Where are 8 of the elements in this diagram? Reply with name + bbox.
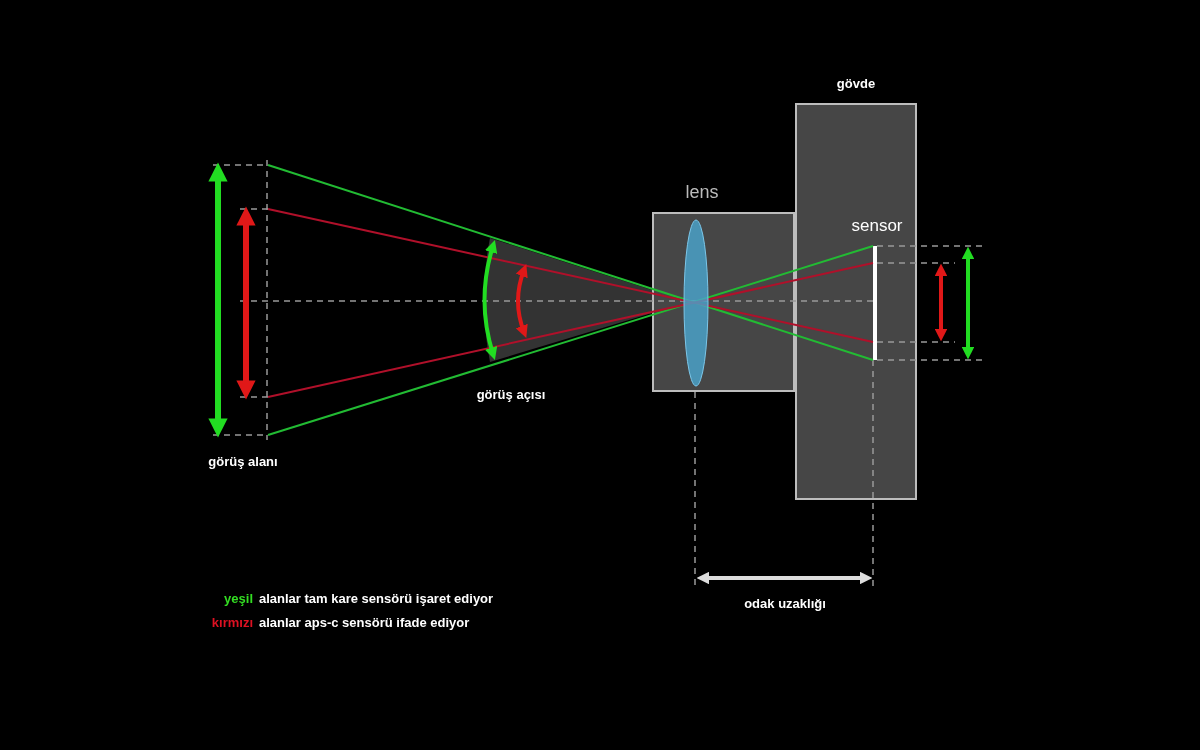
legend-entry: kırmızı alanlar aps-c sensörü ifade ediyor: [210, 615, 470, 630]
part-label: lens: [685, 182, 719, 203]
annotation-label: görüş açısı: [476, 387, 546, 402]
annotation-label: görüş alanı: [208, 454, 278, 469]
legend-entry: yeşil alanlar tam kare sensörü işaret ediyor: [223, 591, 494, 606]
part-label: sensor: [851, 216, 903, 236]
part-label: gövde: [836, 76, 876, 91]
annotation-label: odak uzaklığı: [744, 596, 826, 611]
